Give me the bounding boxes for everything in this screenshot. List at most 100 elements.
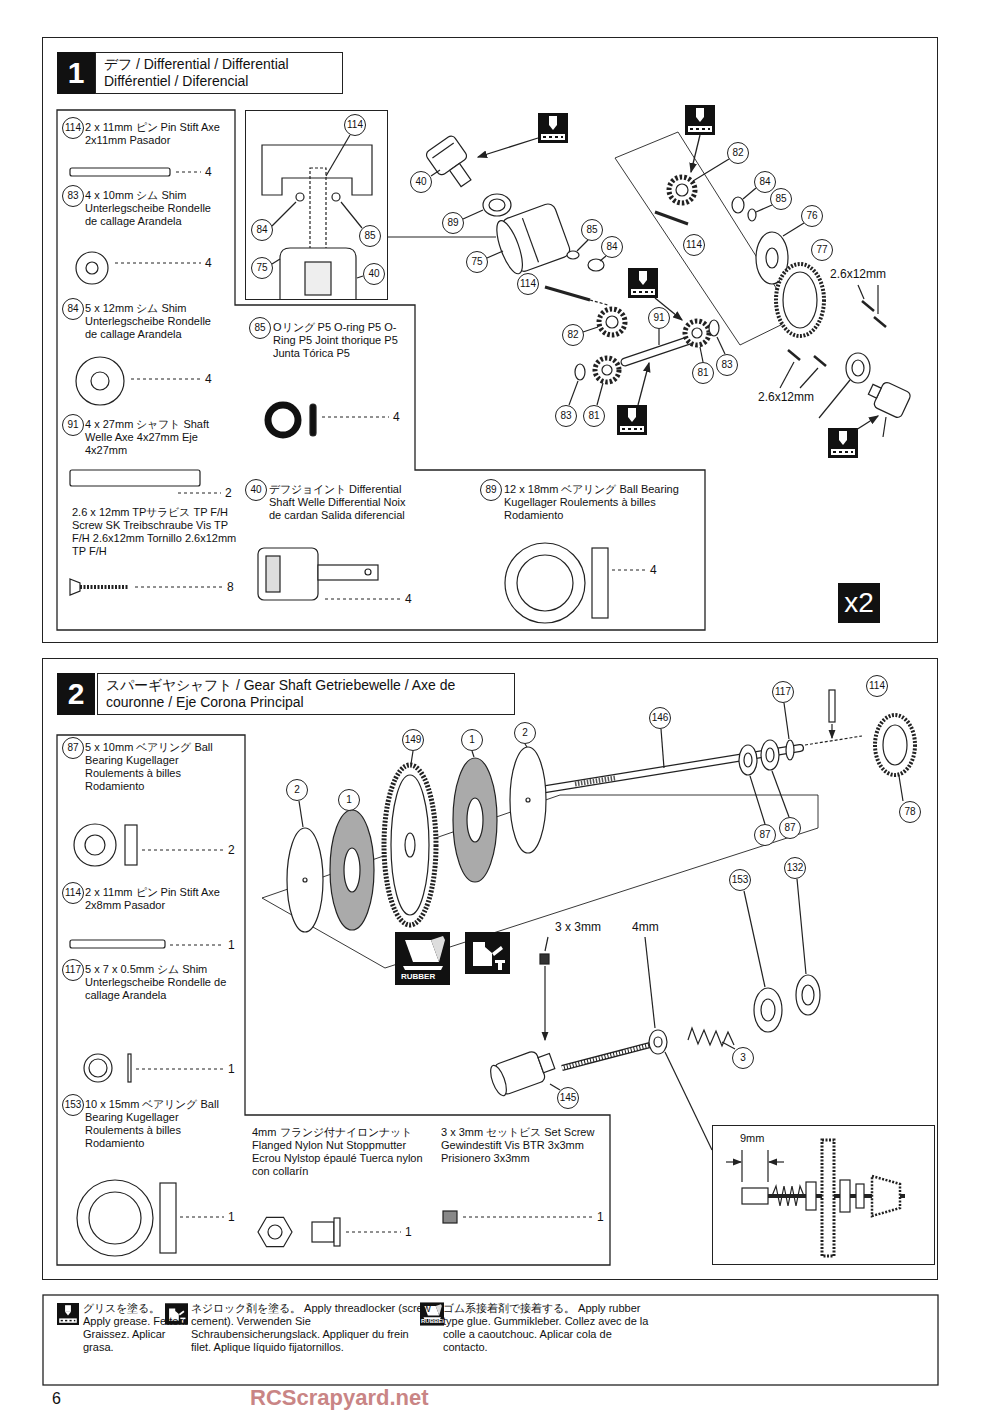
gear-shaft-drawing [299,801,303,827]
gear-shaft-drawing [391,775,429,915]
quantity-leader [463,1217,593,1218]
differential-drawing [685,321,709,345]
part-description: 4 x 10mm シム Shim Unterlegscheibe Rondell… [85,189,225,228]
part-drawing [91,372,109,390]
callout-number: 114 [517,273,539,295]
quantity-leader [170,945,224,946]
differential-drawing [743,188,756,199]
gear-shaft-drawing [287,828,323,932]
adhesive-mark [395,932,450,985]
part-quantity: 1 [405,1225,412,1239]
gear-shaft-drawing [544,966,545,1040]
part-size-label: 3 x 3mm [555,921,601,935]
part-quantity: 1 [228,938,235,952]
gear-shaft-drawing [761,740,779,770]
differential-drawing [692,328,702,338]
part-description: 4mm フランジ付ナイロンナット Flanged Nylon Nut Stopp… [252,1126,432,1178]
callout-number: 75 [251,257,273,279]
adhesive-mark [465,932,510,974]
legend-text: ネジロック剤を塗る。 Apply threadlocker (screw cem… [191,1302,431,1354]
part-drawing [76,357,124,405]
differential-drawing [800,368,818,388]
part-drawing [80,585,128,589]
callout-number: 153 [729,869,751,891]
callout-number: 117 [772,681,794,703]
assembly-inset-drawing [767,1150,768,1182]
gear-shaft-drawing [831,724,832,738]
differential-drawing [658,329,659,345]
part-drawing [517,555,573,611]
differential-drawing [432,143,453,158]
adhesive-mark [395,932,510,985]
callout-number: 149 [402,729,424,751]
gear-shaft-drawing [661,729,664,768]
gear-shaft-drawing [344,848,360,892]
callout-number: 87 [62,737,84,759]
gear-shaft-drawing [883,725,907,765]
callout-number: 114 [62,882,84,904]
part-drawing [128,1054,131,1082]
assembly-inset-drawing [840,1180,850,1212]
gear-shaft-drawing [453,758,497,882]
differential-drawing [868,384,881,398]
differential-drawing [709,320,719,336]
part-drawing [160,1183,176,1253]
inset-drawing [262,135,496,299]
quantity-leader [612,570,646,571]
gear-shaft-drawing [472,751,474,757]
part-drawing [76,252,108,284]
inset-box: 9mm [712,1125,935,1265]
differential-drawing [732,197,744,213]
gear-shaft-drawing [487,1046,557,1098]
callout-number: 76 [801,205,823,227]
differential-drawing [463,210,483,219]
assembly-inset-drawing [772,1186,804,1206]
gear-shaft-drawing [722,1042,735,1049]
differential-drawing [425,134,480,193]
step-number: 2 [57,673,95,715]
legend-icon [57,1303,79,1325]
step-panel: 1デフ / Differential / Differential Différ… [42,37,938,643]
assembly-inset-drawing [806,1182,816,1210]
icon-label: RUBBER [421,1318,447,1325]
gear-shaft-drawing [575,778,615,784]
differential-drawing [748,209,756,221]
differential-drawing [600,256,606,261]
part-drawing [70,579,80,595]
callout-number: 132 [784,857,806,879]
gear-shaft-drawing [754,988,782,1032]
quantity-leader [115,263,201,264]
differential-drawing [489,199,505,211]
part-drawing [443,1211,457,1223]
gear-shaft-drawing [784,703,789,739]
part-description: 3 x 3mm セットビス Set Screw Gewindestift Vis… [441,1126,606,1165]
part-drawing [266,556,280,592]
pointer-arrow [856,416,878,430]
callout-number: 87 [754,824,776,846]
part-description: Oリング P5 O-ring P5 O-Ring P5 Joint thoriq… [273,321,408,360]
differential-drawing [569,381,578,405]
assembly-inset-drawing [822,1140,834,1256]
inset-drawing [341,202,362,228]
part-drawing [334,1218,340,1246]
part-description: 2.6 x 12mm TPサラビス TP F/H Screw SK Treibs… [72,506,237,558]
gear-shaft-drawing [744,753,752,767]
part-drawing [84,1054,112,1082]
differential-drawing [425,132,912,437]
differential-drawing [615,132,795,345]
differential-drawing [788,350,800,360]
callout-number: 114 [344,114,366,136]
quantity-leader [322,417,389,418]
differential-drawing [865,377,912,419]
callout-number: 84 [754,171,776,193]
differential-drawing [583,327,598,332]
pointer-arrow [638,363,649,405]
callout-number: 89 [480,479,502,501]
part-drawing [70,168,170,176]
assembly-inset-drawing [742,1188,768,1204]
gear-shaft-drawing [262,690,915,1150]
callout-number: 84 [601,236,623,258]
differential-drawing [575,364,585,380]
parts-list-box: 1142 x 11mm ピン Pin Stift Axe 2x11mm Pasa… [57,110,705,630]
legend-text: グリスを塗る。 Apply grease. Fetten. Graissez. … [83,1302,188,1354]
